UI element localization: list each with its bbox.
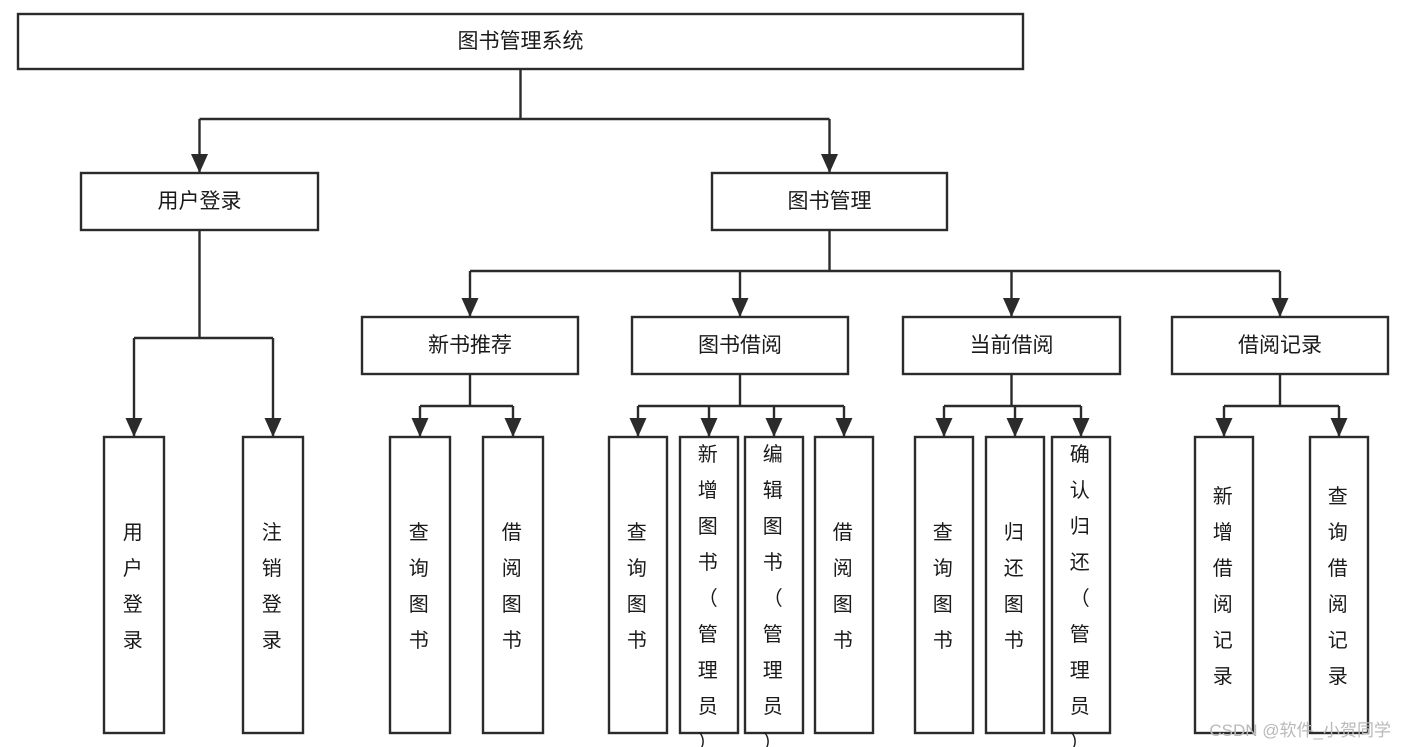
node-leaf-edit-book-rect <box>743 435 805 735</box>
node-leaf-query-book-2-rect <box>607 435 669 735</box>
arrow-head-icon <box>1003 298 1020 317</box>
node-leaf-borrow-book-2-label: 借阅图书 <box>833 521 856 652</box>
arrow-head-icon <box>504 418 522 437</box>
node-current-borrow-label: 当前借阅 <box>970 334 1054 357</box>
node-leaf-query-record-label: 查询借阅记录 <box>1328 485 1351 688</box>
node-leaf-add-record-rect <box>1193 435 1255 735</box>
node-book-management-rect <box>710 171 949 232</box>
node-book-borrow-rect <box>630 315 850 376</box>
node-new-book-recommend[interactable]: 新书推荐 <box>360 315 580 376</box>
connectors-layer <box>125 69 1348 437</box>
node-leaf-query-book-1-label: 查询图书 <box>409 521 432 652</box>
arrow-head-icon <box>1271 298 1289 317</box>
node-book-management[interactable]: 图书管理 <box>710 171 949 232</box>
arrow-head-icon <box>731 298 749 317</box>
node-leaf-query-book-3-rect <box>913 435 975 735</box>
node-user-login-rect <box>79 171 320 232</box>
node-leaf-edit-book-label: 编辑图书（管理员） <box>763 443 786 747</box>
node-leaf-confirm-return-rect <box>1050 435 1112 735</box>
node-leaf-query-book-1-rect <box>388 435 452 735</box>
node-leaf-query-book-3-label: 查询图书 <box>933 521 956 652</box>
node-book-borrow-label: 图书借阅 <box>698 334 782 357</box>
node-leaf-borrow-book-2[interactable]: 借阅图书 <box>813 435 875 735</box>
node-leaf-return-book[interactable]: 归还图书 <box>984 435 1046 735</box>
arrow-head-icon <box>1330 418 1348 437</box>
node-leaf-edit-book[interactable]: 编辑图书（管理员） <box>743 435 805 747</box>
node-leaf-add-book-rect <box>678 435 740 735</box>
node-leaf-add-record[interactable]: 新增借阅记录 <box>1193 435 1255 735</box>
node-leaf-query-book-2[interactable]: 查询图书 <box>607 435 669 735</box>
node-leaf-add-record-label: 新增借阅记录 <box>1213 485 1236 688</box>
node-leaf-query-record[interactable]: 查询借阅记录 <box>1308 435 1370 735</box>
node-leaf-query-record-rect <box>1308 435 1370 735</box>
arrow-head-icon <box>264 418 282 437</box>
arrow-head-icon <box>1072 418 1090 437</box>
node-leaf-add-book[interactable]: 新增图书（管理员） <box>678 435 740 747</box>
node-leaf-logout[interactable]: 注销登录 <box>241 435 305 735</box>
node-root[interactable]: 图书管理系统 <box>16 12 1025 71</box>
node-new-book-recommend-label: 新书推荐 <box>428 334 512 357</box>
node-borrow-record-rect <box>1170 315 1390 376</box>
node-current-borrow[interactable]: 当前借阅 <box>901 315 1122 376</box>
node-leaf-user-login-label: 用户登录 <box>123 522 146 652</box>
arrow-head-icon <box>935 418 953 437</box>
node-user-login[interactable]: 用户登录 <box>79 171 320 232</box>
node-leaf-confirm-return[interactable]: 确认归还（管理员） <box>1050 435 1112 747</box>
arrow-head-icon <box>1215 418 1233 437</box>
arrow-head-icon <box>461 298 479 317</box>
arrow-head-icon <box>835 418 853 437</box>
node-leaf-query-book-1[interactable]: 查询图书 <box>388 435 452 735</box>
arrow-head-icon <box>411 418 429 437</box>
node-new-book-recommend-rect <box>360 315 580 376</box>
node-leaf-return-book-rect <box>984 435 1046 735</box>
node-leaf-user-login[interactable]: 用户登录 <box>102 435 166 735</box>
node-leaf-borrow-book-1[interactable]: 借阅图书 <box>481 435 545 735</box>
node-leaf-borrow-book-1-rect <box>481 435 545 735</box>
node-leaf-logout-label: 注销登录 <box>262 521 285 652</box>
arrow-head-icon <box>700 418 718 437</box>
node-user-login-label: 用户登录 <box>158 190 242 213</box>
node-book-management-label: 图书管理 <box>788 190 872 213</box>
node-borrow-record[interactable]: 借阅记录 <box>1170 315 1390 376</box>
arrow-head-icon <box>629 418 647 437</box>
arrow-head-icon <box>1006 418 1024 437</box>
node-borrow-record-label: 借阅记录 <box>1238 334 1322 357</box>
node-leaf-add-book-label: 新增图书（管理员） <box>698 443 721 747</box>
node-leaf-user-login-rect <box>102 435 166 735</box>
node-root-rect <box>16 12 1025 71</box>
node-root-label: 图书管理系统 <box>458 30 584 53</box>
node-leaf-borrow-book-1-label: 借阅图书 <box>502 521 525 652</box>
node-book-borrow[interactable]: 图书借阅 <box>630 315 850 376</box>
node-leaf-confirm-return-label: 确认归还（管理员） <box>1070 443 1093 747</box>
node-leaf-return-book-label: 归还图书 <box>1004 521 1027 652</box>
arrow-head-icon <box>125 418 143 437</box>
arrow-head-icon <box>821 154 838 173</box>
node-leaf-logout-rect <box>241 435 305 735</box>
node-current-borrow-rect <box>901 315 1122 376</box>
node-leaf-query-book-3[interactable]: 查询图书 <box>913 435 975 735</box>
nodes-layer: 图书管理系统用户登录图书管理新书推荐图书借阅当前借阅借阅记录用户登录注销登录查询… <box>16 12 1390 747</box>
arrow-head-icon <box>191 154 208 173</box>
arrow-head-icon <box>765 418 783 437</box>
node-leaf-query-book-2-label: 查询图书 <box>627 521 650 652</box>
node-leaf-borrow-book-2-rect <box>813 435 875 735</box>
